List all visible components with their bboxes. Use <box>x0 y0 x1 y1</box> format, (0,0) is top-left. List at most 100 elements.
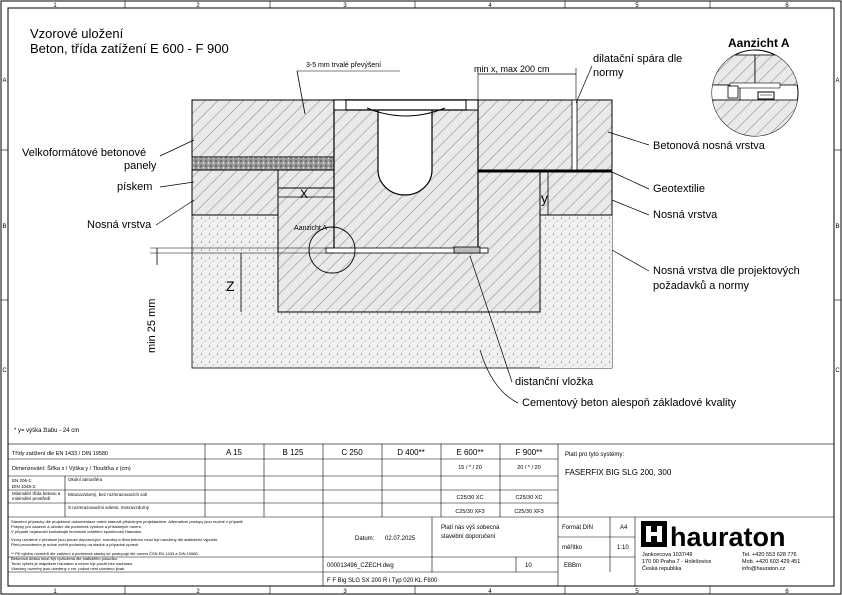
col-3-bottom: 3 <box>343 589 347 595</box>
channel-bottom-strip <box>325 247 489 254</box>
spacer-block <box>453 246 481 254</box>
row-a-left: A <box>2 78 6 84</box>
footnote: * y= výška žlabu - 24 cm <box>14 428 79 434</box>
expansion-joint <box>571 99 578 171</box>
dim-label: Dimenzování: Šířka x / Výška y / Tloušťk… <box>12 465 131 472</box>
dim-z: Z <box>226 278 235 294</box>
left-sand-bed <box>191 156 335 171</box>
label-concrete: Cementový beton alespoň základové kvalit… <box>522 397 737 409</box>
detail-view <box>711 49 799 137</box>
col-2-bottom: 2 <box>196 589 200 595</box>
class-c250: C 250 <box>341 448 363 457</box>
tel: Tel. +420 553 628 776 <box>742 552 797 558</box>
std-label: Třídy zatížení dle EN 1433 / DIN 19580 <box>12 451 108 457</box>
channel-grating <box>344 99 468 111</box>
title-line-2: Beton, třída zatížení E 600 - F 900 <box>30 41 229 56</box>
notes-7: Betonová deska musí být vyztužena dle st… <box>11 556 118 561</box>
sheet-number: 10 <box>525 563 532 569</box>
label-joint-line2: normy <box>593 67 624 79</box>
email: info@hauraton.cz <box>742 566 785 572</box>
title-line-1: Vzorové uložení <box>30 26 124 41</box>
right-concrete-slab <box>477 99 613 171</box>
file-name: 000013496_CZECH.dwg <box>327 563 394 569</box>
scale-label: měřítko <box>562 545 583 551</box>
f-dims: 20 / * / 20 <box>517 465 541 471</box>
label-spacer: distanční vložka <box>515 376 594 388</box>
exposure: Okolní atmosféra <box>68 477 103 482</box>
addr-3: Česká republika <box>642 565 682 572</box>
label-base-right: Nosná vrstva <box>653 209 718 221</box>
notes-4: Vzory uvedené v předloze jsou pouze dopo… <box>11 537 218 542</box>
ebm: EBBm <box>564 563 581 569</box>
no-salt: Mrazuvzdorný, bez rozmrazovacích solí <box>68 492 148 497</box>
col-6-top: 6 <box>785 3 789 9</box>
product-code: F F Big SLG SX 200 R i Typ 020 KL F800 <box>327 578 438 584</box>
format-value: A4 <box>620 525 628 531</box>
notes-8: Tento výkres je majetkem Hauraton a nesm… <box>11 561 133 566</box>
label-project-line1: Nosná vrstva dle projektových <box>653 265 800 277</box>
label-joint-line1: dilatační spára dle <box>593 53 682 65</box>
col-4-top: 4 <box>488 3 492 9</box>
left-base-layer-under <box>277 169 335 189</box>
col-2-top: 2 <box>196 3 200 9</box>
drawing-note-2: stavební doporučení <box>441 534 496 540</box>
row-c-right: C <box>835 368 840 374</box>
notes-9: Všechny rozměry jsou uvedeny v cm, pokud… <box>11 566 125 571</box>
row-a-right: A <box>835 78 839 84</box>
col-1-bottom: 1 <box>53 589 57 595</box>
date-label: Datum: <box>355 536 375 542</box>
notes-2: Pokyny pro osazení a užívání dle podmíne… <box>11 524 142 529</box>
detail-a-circle <box>308 226 356 274</box>
dim-min25: min 25 mm <box>146 299 158 353</box>
label-project-line2: požadavků a normy <box>653 280 749 292</box>
frost-b: minimální prostředí <box>12 496 51 501</box>
left-concrete-panel <box>191 99 335 158</box>
label-panels-line2: panely <box>124 160 157 172</box>
notes-5: Před provedením je nutné ověřit podmínky… <box>11 542 139 547</box>
notes-1: Stavební přípravky dle projektové dokume… <box>11 519 243 524</box>
label-geotextile: Geotextilie <box>653 183 705 195</box>
e-dims: 15 / * / 20 <box>458 465 482 471</box>
addr-1: Jankovcova 1037/49 <box>642 552 692 558</box>
dim-minx: min x, max 200 cm <box>474 64 550 74</box>
row-b-right: B <box>835 224 839 230</box>
drawing-note-1: Platí nás výš sobecná <box>441 525 500 531</box>
sub-base-right-extension <box>540 215 612 368</box>
salt: S rozmrazovacími solemi, mrazuvzdorný <box>68 505 150 510</box>
right-base-layer <box>539 171 613 216</box>
notes-3: V případě nejasností kontaktujte technic… <box>11 529 142 534</box>
dim-overlap: 3-5 mm trvalé převýšení <box>306 62 381 69</box>
grid-rows: A B C A B C <box>1 78 841 374</box>
f-no-salt: C25/30 XC <box>516 495 543 501</box>
applies-to: Platí pro tyto systémy: <box>565 452 624 458</box>
class-f900: F 900** <box>516 448 543 457</box>
col-5-top: 5 <box>635 3 639 9</box>
dim-x: X <box>300 187 308 201</box>
e-no-salt: C25/30 XC <box>457 495 484 501</box>
row-b-left: B <box>2 224 6 230</box>
label-panels-line1: Velkoformátové betonové <box>22 147 146 159</box>
notes-6: ** Při výběru rozměrů dle zatížení a pod… <box>11 551 199 556</box>
label-sand: pískem <box>117 181 152 193</box>
col-1-top: 1 <box>53 3 57 9</box>
class-e600: E 600** <box>456 448 483 457</box>
label-bearing: Betonová nosná vrstva <box>653 140 766 152</box>
format-label: Formát DIN <box>562 525 593 531</box>
class-b125: B 125 <box>283 448 304 457</box>
class-d400: D 400** <box>397 448 425 457</box>
e-salt: C25/30 XF3 <box>455 509 484 515</box>
grating-curve <box>366 107 446 117</box>
f-salt: C25/30 XF3 <box>514 509 543 515</box>
col-6-bottom: 6 <box>785 589 789 595</box>
frame-left <box>333 99 347 111</box>
channel-cavity <box>377 107 433 196</box>
scale-value: 1:10 <box>617 545 629 551</box>
date-value: 02.07.2025 <box>385 536 416 542</box>
col-3-top: 3 <box>343 3 347 9</box>
addr-2: 170 00 Praha 7 - Holešovice <box>642 559 711 565</box>
dim-y: y <box>541 190 548 206</box>
class-a15: A 15 <box>226 448 243 457</box>
left-base-layer <box>191 169 279 216</box>
row-c-left: C <box>2 368 7 374</box>
frame-right <box>465 99 479 111</box>
